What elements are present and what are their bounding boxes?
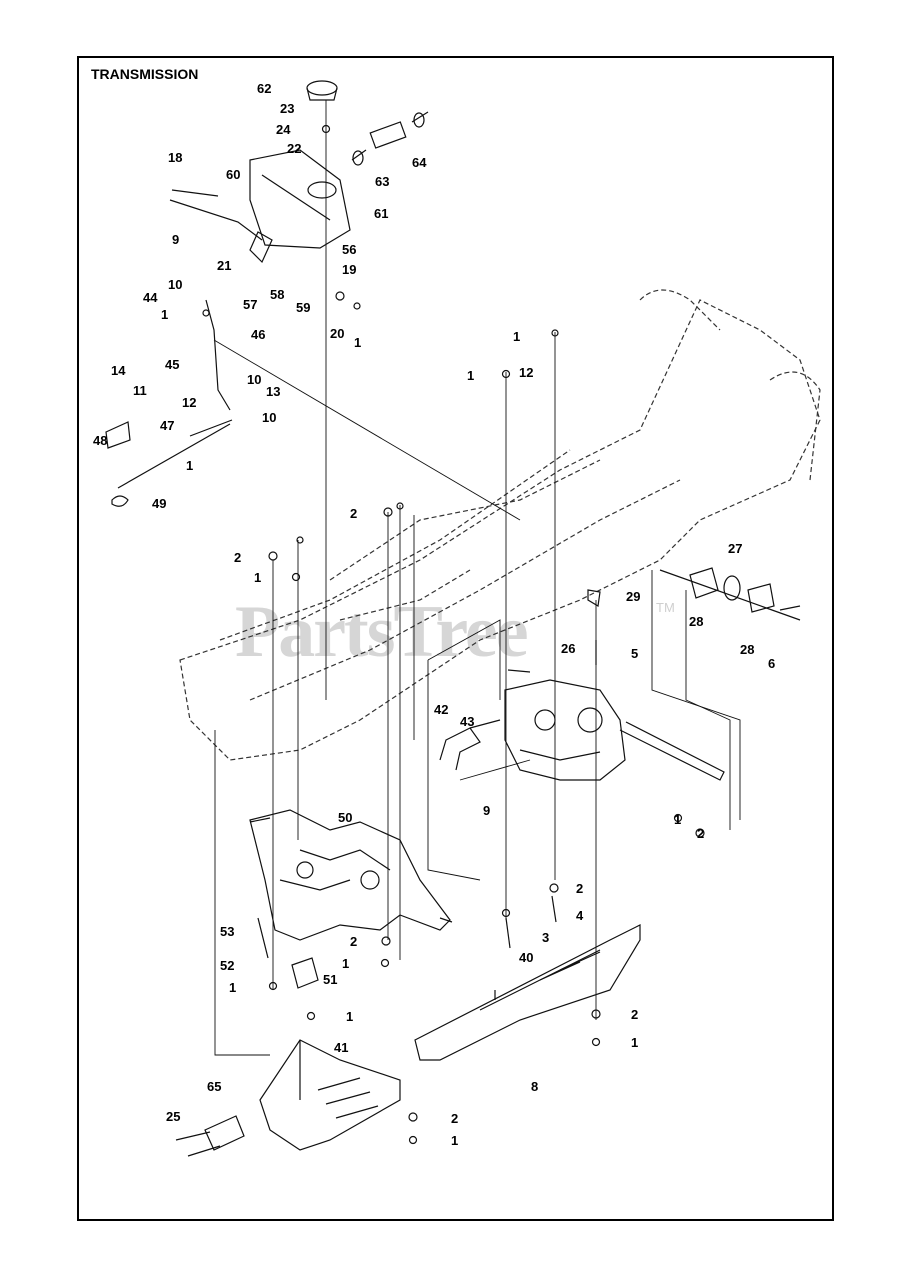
watermark: PartsTree: [235, 591, 529, 673]
diagram-title: TRANSMISSION: [91, 66, 199, 82]
transaxle-left: [249, 809, 453, 941]
callout-5: 5: [631, 646, 639, 661]
callout-1a: 1: [354, 335, 362, 350]
callout-1e: 1: [186, 458, 194, 473]
linkage: [105, 189, 273, 507]
washers-nuts: [202, 124, 705, 1145]
callout-28b: 28: [740, 642, 755, 657]
callout-1g: 1: [674, 812, 682, 827]
callout-48: 48: [93, 433, 108, 448]
callout-62: 62: [257, 81, 272, 96]
callout-1i: 1: [229, 980, 237, 995]
callout-9b: 9: [483, 803, 491, 818]
callout-10b: 10: [247, 372, 262, 387]
callout-12b: 12: [182, 395, 197, 410]
callout-20: 20: [330, 326, 345, 341]
transaxle-right: [504, 669, 725, 781]
callout-57: 57: [243, 297, 258, 312]
callout-51: 51: [323, 972, 338, 987]
callout-43: 43: [460, 714, 475, 729]
callout-64: 64: [412, 155, 427, 170]
callout-61: 61: [374, 206, 389, 221]
callout-9: 9: [172, 232, 180, 247]
callout-3: 3: [542, 930, 550, 945]
callout-2a: 2: [350, 506, 358, 521]
callout-52: 52: [220, 958, 235, 973]
callout-40: 40: [519, 950, 534, 965]
callout-58: 58: [270, 287, 285, 302]
callout-1l: 1: [451, 1133, 459, 1148]
cap: [306, 80, 338, 101]
callout-1h: 1: [342, 956, 350, 971]
callout-19: 19: [342, 262, 357, 277]
callout-44: 44: [143, 290, 158, 305]
callout-28a: 28: [689, 614, 704, 629]
reservoir-tank: [249, 149, 351, 249]
callout-41: 41: [334, 1040, 349, 1055]
callout-1c: 1: [513, 329, 521, 344]
bearing-assembly: [659, 567, 801, 621]
callout-29: 29: [626, 589, 641, 604]
callout-18: 18: [168, 150, 183, 165]
callout-26: 26: [561, 641, 576, 656]
frame-chassis: [179, 289, 821, 761]
callout-10c: 10: [262, 410, 277, 425]
callout-23: 23: [280, 101, 295, 116]
callout-13: 13: [266, 384, 281, 399]
callout-6: 6: [768, 656, 776, 671]
callout-25: 25: [166, 1109, 181, 1124]
diagram-frame: [77, 56, 834, 1221]
callout-47: 47: [160, 418, 175, 433]
callout-60: 60: [226, 167, 241, 182]
callout-21: 21: [217, 258, 232, 273]
callout-59: 59: [296, 300, 311, 315]
callout-12a: 12: [519, 365, 534, 380]
callout-8: 8: [531, 1079, 539, 1094]
callout-65: 65: [207, 1079, 222, 1094]
callout-1d: 1: [467, 368, 475, 383]
bracket: [175, 1115, 245, 1157]
callout-10a: 10: [168, 277, 183, 292]
callout-2g: 2: [451, 1111, 459, 1126]
fittings: [257, 589, 601, 989]
callout-46: 46: [251, 327, 266, 342]
callout-63: 63: [375, 174, 390, 189]
callout-2f: 2: [631, 1007, 639, 1022]
callout-22: 22: [287, 141, 302, 156]
callout-56: 56: [342, 242, 357, 257]
callout-1f: 1: [254, 570, 262, 585]
skid-plate-left: [259, 1039, 401, 1151]
hose-assembly: [351, 111, 429, 166]
callout-14: 14: [111, 363, 126, 378]
callout-1j: 1: [346, 1009, 354, 1024]
callout-49: 49: [152, 496, 167, 511]
callout-27: 27: [728, 541, 743, 556]
callout-4: 4: [576, 908, 584, 923]
callout-11: 11: [133, 383, 147, 398]
callout-2d: 2: [350, 934, 358, 949]
callout-45: 45: [165, 357, 180, 372]
callout-42: 42: [434, 702, 449, 717]
callout-2e: 2: [576, 881, 584, 896]
skid-plate-right: [414, 924, 641, 1061]
callout-2b: 2: [234, 550, 242, 565]
callout-1b: 1: [161, 307, 169, 322]
callout-1k: 1: [631, 1035, 639, 1050]
callout-50: 50: [338, 810, 353, 825]
callout-2c: 2: [697, 826, 705, 841]
callout-53: 53: [220, 924, 235, 939]
callout-24: 24: [276, 122, 291, 137]
trademark-mark: TM: [656, 600, 675, 615]
